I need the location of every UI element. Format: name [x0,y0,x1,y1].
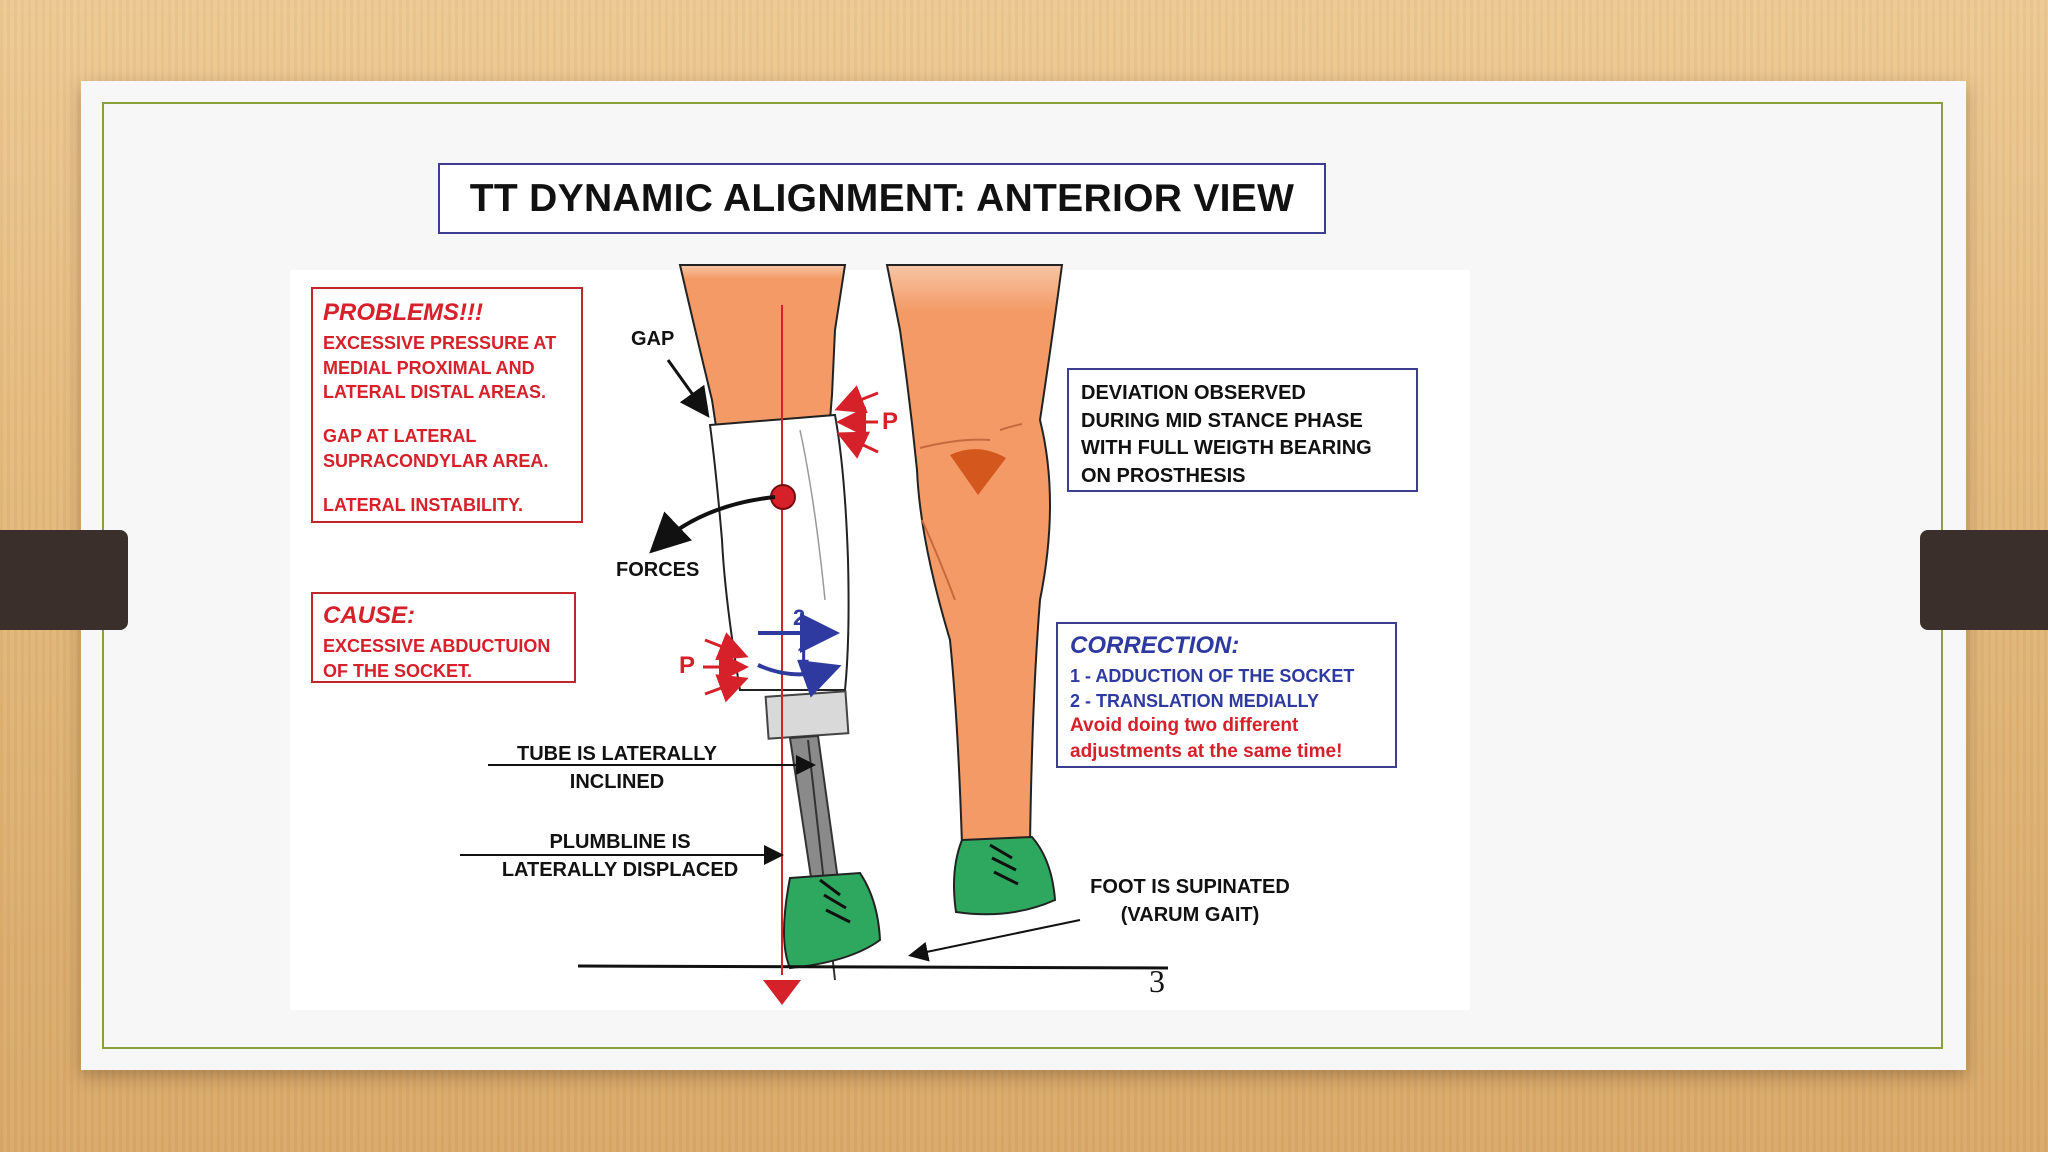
foot-pointer [908,919,1081,962]
adduction-arrow [757,659,842,698]
problems-line: EXCESSIVE PRESSURE AT [323,333,557,354]
slide-number: 3 [1149,963,1165,999]
cause-line: OF THE SOCKET. [323,660,473,681]
deviation-line: ON PROSTHESIS [1081,464,1246,487]
pressure-label-lower: P [679,652,696,679]
prosthetic-shoe [783,871,882,970]
problems-line: GAP AT LATERAL [323,426,477,447]
forces-arrow [649,495,776,554]
gap-label: GAP [631,328,675,350]
gap-arrow [666,359,710,418]
deviation-line: DURING MID STANCE PHASE [1081,409,1363,432]
forces-label: FORCES [616,559,700,581]
translation-arrow-label: 2 [793,605,806,630]
knee-cap [950,449,1006,495]
correction-heading: CORRECTION: [1070,632,1240,659]
correction-step: 1 - ADDUCTION OF THE SOCKET [1070,666,1355,687]
correction-box: CORRECTION: 1 - ADDUCTION OF THE SOCKET … [1056,622,1397,768]
correction-warning: Avoid doing two different [1070,714,1299,736]
correction-step: 2 - TRANSLATION MEDIALLY [1070,690,1320,711]
ground-line [577,964,1169,970]
left-binder-tab [0,530,128,630]
problems-line: MEDIAL PROXIMAL AND [323,357,535,378]
pressure-label-upper: P [882,408,899,435]
right-binder-tab [1920,530,2048,630]
cause-line: EXCESSIVE ABDUCTUION [323,636,551,657]
adduction-arrow-label: 1 [797,642,810,667]
deviation-line: DEVIATION OBSERVED [1081,382,1306,404]
correction-warning: adjustments at the same time! [1070,740,1343,762]
problems-line: LATERAL DISTAL AREAS. [323,381,547,402]
pylon-adapter [764,690,850,740]
pylon-tube [788,734,840,886]
cause-heading: CAUSE: [323,602,416,629]
residual-thigh [678,264,847,442]
deviation-box: DEVIATION OBSERVED DURING MID STANCE PHA… [1067,368,1418,492]
cause-box: CAUSE: EXCESSIVE ABDUCTUION OF THE SOCKE… [311,592,576,683]
sound-leg [885,264,1064,846]
foot-label: FOOT IS SUPINATED (VARUM GAIT) [1090,876,1290,926]
problems-line: LATERAL INSTABILITY. [323,494,523,515]
slide-title: TT DYNAMIC ALIGNMENT: ANTERIOR VIEW [438,163,1326,234]
problems-heading: PROBLEMS!!! [323,299,483,326]
problems-line: SUPRACONDYLAR AREA. [323,450,549,471]
problems-box: PROBLEMS!!! EXCESSIVE PRESSURE AT MEDIAL… [311,287,583,523]
plumbline-label: PLUMBLINE IS LATERALLY DISPLACED [501,831,739,881]
plumbline-arrowhead [763,980,801,1005]
tube-label: TUBE IS LATERALLY INCLINED [516,743,717,793]
deviation-line: WITH FULL WEIGTH BEARING [1081,437,1372,460]
